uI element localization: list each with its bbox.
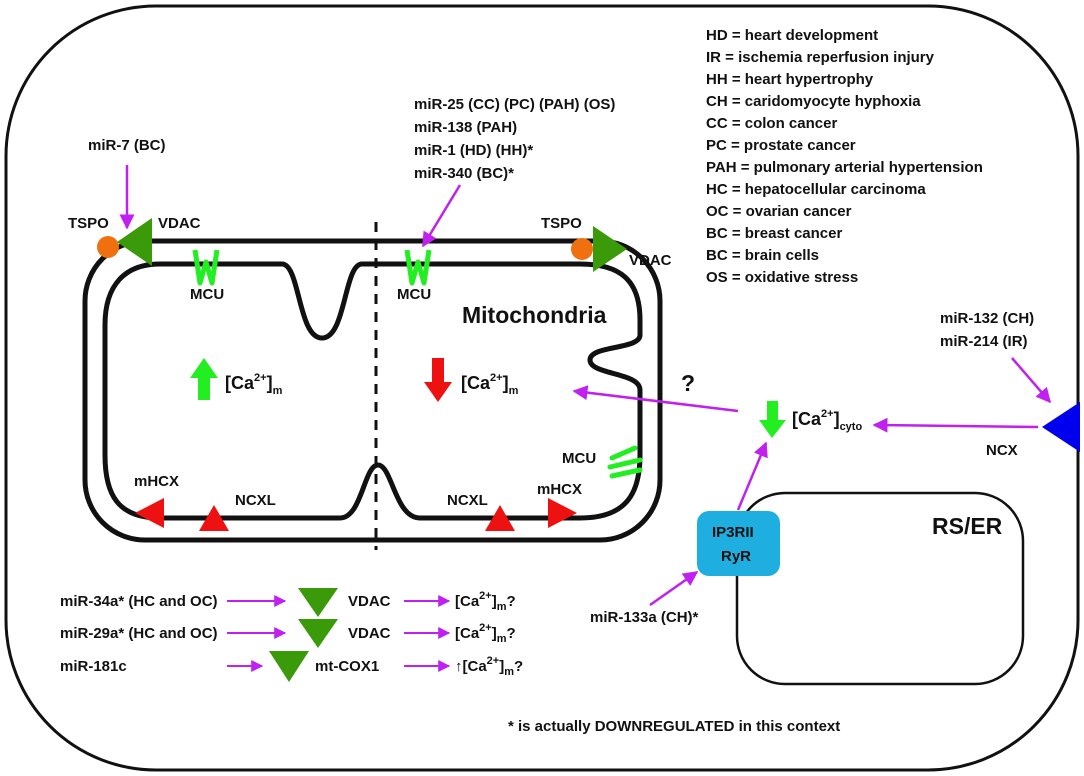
legend-entry: PAH = pulmonary arterial hypertension — [706, 159, 983, 176]
mcu-mirna: miR-25 (CC) (PC) (PAH) (OS) — [414, 96, 615, 113]
row-mirna: miR-34a* (HC and OC) — [60, 593, 218, 610]
arrow-mir133a-to-ip3 — [649, 570, 699, 607]
row-target: VDAC — [348, 593, 391, 610]
mcu-right-icon — [607, 445, 643, 479]
legend-entry: OS = oxidative stress — [706, 269, 858, 286]
arrow-mirna-to-mcu — [421, 184, 462, 248]
row-effect: [Ca2+]m? — [455, 590, 516, 613]
mcu-left-label: MCU — [190, 286, 224, 303]
legend-entry: IR = ischemia reperfusion injury — [706, 49, 935, 66]
row-mirna: miR-29a* (HC and OC) — [60, 625, 218, 642]
mitochondria-title: Mitochondria — [462, 302, 607, 328]
ncxl-left-icon — [199, 505, 229, 531]
legend-entry: OC = ovarian cancer — [706, 203, 852, 220]
ip3r-ryr-channel — [697, 511, 780, 576]
mitochondria-inner-membrane — [102, 261, 643, 521]
footnote: * is actually DOWNREGULATED in this cont… — [508, 718, 840, 735]
vdac-icon — [298, 588, 338, 617]
legend-entry: HC = hepatocellular carcinoma — [706, 181, 926, 198]
mitochondria-outer-membrane — [82, 238, 663, 543]
row-target: mt-COX1 — [315, 658, 379, 675]
ncx-label: NCX — [986, 442, 1018, 459]
vdac-right-label: VDAC — [629, 252, 672, 269]
ca-cyto: [Ca2+]cyto — [792, 408, 862, 433]
mcu-right-label: MCU — [562, 450, 596, 467]
bottom-row: miR-29a* (HC and OC) VDAC [Ca2+]m? — [60, 619, 516, 648]
mir7-label: miR-7 (BC) — [88, 137, 166, 154]
down-arrow-icon — [759, 401, 786, 438]
ncxl-left-label: NCXL — [235, 492, 276, 509]
ncxl-right-icon — [485, 505, 515, 531]
ncxl-right-label: NCXL — [447, 492, 488, 509]
ca-m-left: [Ca2+]m — [225, 372, 283, 397]
bottom-row: miR-34a* (HC and OC) VDAC [Ca2+]m? — [60, 588, 516, 617]
question-mark: ? — [681, 370, 695, 396]
arrow-mirna-to-ncx — [1011, 357, 1051, 404]
ip3rii-label: IP3RII — [712, 524, 754, 541]
vdac-icon — [269, 651, 309, 682]
ryr-label: RyR — [721, 548, 751, 565]
ncx-icon — [1042, 402, 1080, 452]
mhcx-right-icon — [548, 498, 577, 528]
mhcx-left-label: mHCX — [134, 473, 179, 490]
legend-entry: HD = heart development — [706, 27, 878, 44]
row-mirna: miR-181c — [60, 658, 127, 675]
legend-entry: CC = colon cancer — [706, 115, 837, 132]
mhcx-right-label: mHCX — [537, 481, 582, 498]
tspo-right-label: TSPO — [541, 215, 582, 232]
row-effect: ↑[Ca2+]m? — [455, 655, 523, 678]
vdac-right-icon — [593, 226, 627, 272]
cell-membrane — [4, 4, 1080, 772]
mcu-mirna: miR-340 (BC)* — [414, 165, 514, 182]
mcu-mirna: miR-138 (PAH) — [414, 119, 517, 136]
legend-entry: CH = caridomyocyte hyphoxia — [706, 93, 921, 110]
mhcx-left-icon — [135, 498, 164, 528]
tspo-left-label: TSPO — [68, 215, 109, 232]
legend-entry: PC = prostate cancer — [706, 137, 856, 154]
legend-entry: BC = brain cells — [706, 247, 819, 264]
row-target: VDAC — [348, 625, 391, 642]
tspo-right-icon — [571, 238, 593, 260]
mcu-mirna: miR-1 (HD) (HH)* — [414, 142, 533, 159]
mcu-left-icon — [192, 249, 220, 286]
rs-er-compartment — [735, 491, 1025, 686]
mir133a-label: miR-133a (CH)* — [590, 609, 699, 626]
vdac-icon — [298, 619, 338, 648]
tspo-left-icon — [97, 236, 119, 258]
legend-entry: BC = breast cancer — [706, 225, 842, 242]
bottom-row: miR-181c mt-COX1 ↑[Ca2+]m? — [60, 651, 523, 682]
arrow-cyto-to-mito — [572, 385, 739, 413]
vdac-left-icon — [117, 218, 152, 266]
arrow-ip3-to-cyto — [736, 441, 768, 511]
mcu-mid-icon — [404, 249, 432, 286]
ncx-mirna: miR-132 (CH) — [940, 310, 1034, 327]
down-arrow-icon — [424, 358, 452, 402]
ca-m-right: [Ca2+]m — [461, 372, 519, 397]
ncx-mirna: miR-214 (IR) — [940, 333, 1028, 350]
arrow-ncx-to-cyto — [872, 417, 1039, 433]
mcu-mid-label: MCU — [397, 286, 431, 303]
abbreviation-legend: HD = heart development IR = ischemia rep… — [706, 27, 983, 286]
mcu-mirna-list: miR-25 (CC) (PC) (PAH) (OS) miR-138 (PAH… — [414, 96, 615, 182]
legend-entry: HH = heart hypertrophy — [706, 71, 874, 88]
vdac-left-label: VDAC — [158, 215, 201, 232]
up-arrow-icon — [190, 358, 218, 400]
row-effect: [Ca2+]m? — [455, 622, 516, 645]
rs-er-label: RS/ER — [932, 513, 1003, 539]
